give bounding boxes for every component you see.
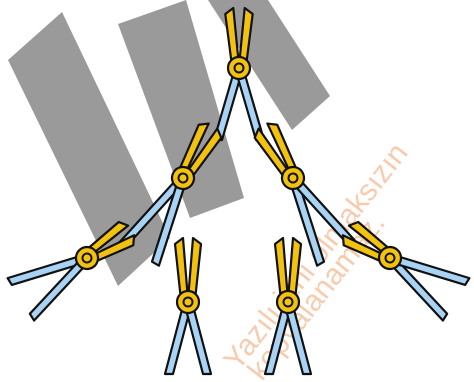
tool-pivot-center [284, 298, 293, 307]
tool-pivot-center [235, 64, 244, 73]
tool-pivot-center [184, 298, 193, 307]
tool-low-left-inner [165, 238, 211, 374]
